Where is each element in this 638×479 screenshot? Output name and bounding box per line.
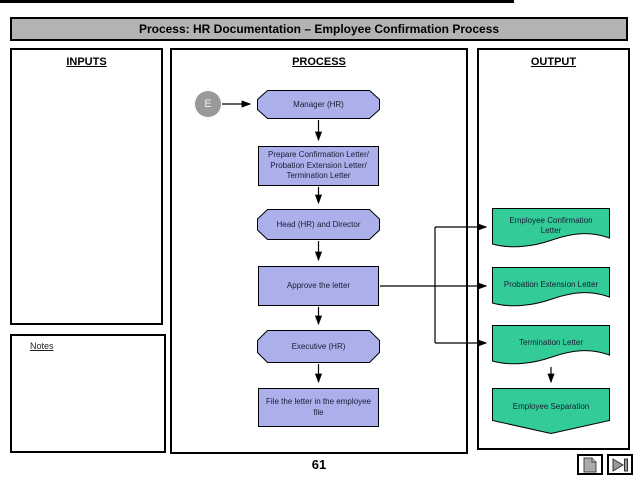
flow-step-file-letter: File the letter in the employee file bbox=[258, 388, 379, 427]
output-doc-label: Termination Letter bbox=[518, 338, 584, 347]
flow-step-label: Prepare Confirmation Letter/ Probation E… bbox=[268, 150, 369, 181]
document-shape bbox=[492, 208, 610, 248]
output-doc-probation-extension-letter: Probation Extension Letter bbox=[492, 267, 610, 311]
top-edge-strip bbox=[0, 0, 514, 3]
notes-panel: Notes bbox=[10, 334, 166, 453]
process-header: PROCESS bbox=[292, 56, 346, 68]
flow-step-executive-hr: Executive (HR) bbox=[257, 330, 380, 363]
flow-step-label: Executive (HR) bbox=[291, 341, 346, 351]
output-doc-label: Employee Confirmation Letter bbox=[509, 216, 593, 235]
title-bar: Process: HR Documentation – Employee Con… bbox=[10, 17, 628, 41]
flow-step-approve-letter: Approve the letter bbox=[258, 266, 379, 306]
offpage-connector-shape bbox=[492, 388, 610, 434]
skip-to-end-icon bbox=[612, 457, 628, 472]
page-title: Process: HR Documentation – Employee Con… bbox=[138, 22, 500, 36]
flow-step-label: Manager (HR) bbox=[293, 99, 344, 109]
nav-end-button[interactable] bbox=[607, 454, 633, 475]
offpage-connector-e: E bbox=[195, 91, 221, 117]
nav-page-button[interactable] bbox=[577, 454, 603, 475]
output-doc-employee-confirmation-letter: Employee Confirmation Letter bbox=[492, 208, 610, 252]
document-shape bbox=[492, 325, 610, 365]
output-header: OUTPUT bbox=[530, 56, 577, 68]
output-employee-separation: Employee Separation bbox=[492, 388, 610, 434]
nav-buttons bbox=[577, 454, 633, 475]
page-number: 61 bbox=[311, 457, 327, 472]
page-icon bbox=[583, 457, 597, 472]
flow-step-label: Head (HR) and Director bbox=[276, 219, 361, 229]
output-doc-label: Probation Extension Letter bbox=[503, 280, 599, 289]
flow-step-manager-hr: Manager (HR) bbox=[257, 90, 380, 119]
inputs-header: INPUTS bbox=[66, 56, 107, 68]
output-doc-termination-letter: Termination Letter bbox=[492, 325, 610, 369]
octagon-shape bbox=[257, 330, 380, 363]
document-shape bbox=[492, 267, 610, 307]
octagon-shape bbox=[257, 90, 380, 119]
notes-label: Notes bbox=[30, 341, 54, 351]
connector-e-label: E bbox=[204, 98, 212, 110]
flow-step-label: Approve the letter bbox=[286, 280, 351, 290]
flow-step-head-hr-director: Head (HR) and Director bbox=[257, 209, 380, 240]
inputs-panel: INPUTS bbox=[10, 48, 163, 325]
flow-step-label: File the letter in the employee file bbox=[266, 397, 371, 417]
output-doc-label: Employee Separation bbox=[512, 402, 590, 411]
flow-step-prepare-letters: Prepare Confirmation Letter/ Probation E… bbox=[258, 146, 379, 186]
octagon-shape bbox=[257, 209, 380, 240]
